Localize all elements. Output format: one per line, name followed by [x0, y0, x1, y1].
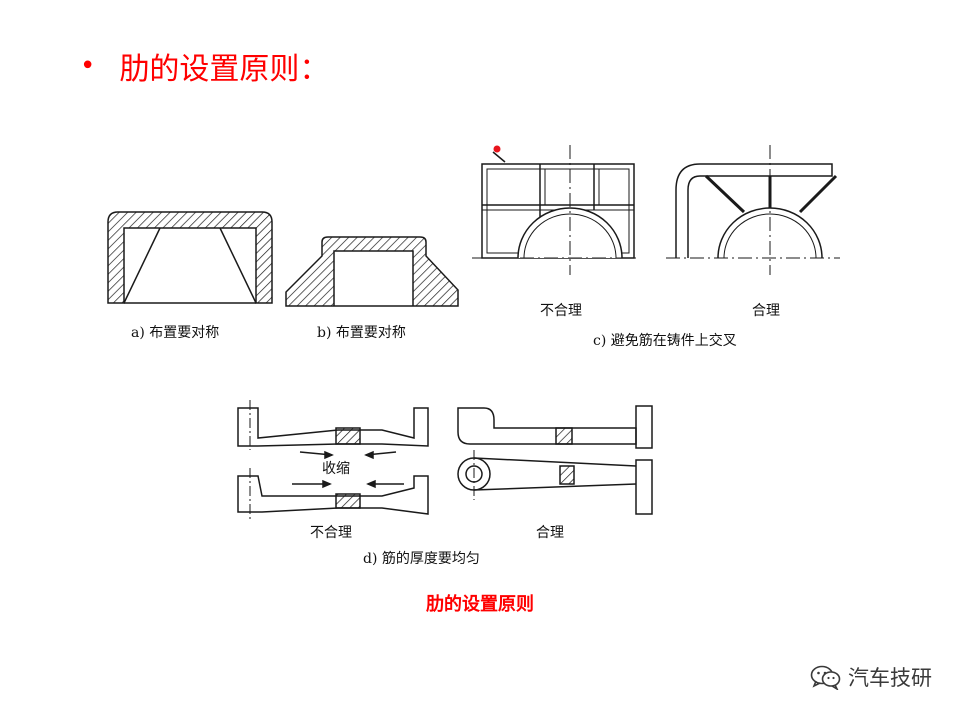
label-c-good: 合理 [752, 303, 780, 319]
diagram-c-good [666, 145, 840, 275]
diagram-a [107, 211, 273, 304]
highlight-dot [493, 145, 501, 153]
diagram-d-good [457, 405, 653, 515]
slide-title: • 肋的设置原则： [80, 44, 329, 88]
label-b: b) 布置要对称 [317, 325, 406, 341]
diagram-d-bad [237, 400, 429, 520]
watermark-text: 汽车技研 [848, 666, 932, 690]
label-d-bad: 不合理 [310, 525, 352, 541]
diagram-b [285, 236, 459, 307]
label-d: d) 筋的厚度要均匀 [363, 551, 480, 567]
title-text: 肋的设置原则： [119, 52, 330, 87]
label-shrink: 收缩 [322, 461, 350, 477]
diagram-c-bad [472, 145, 640, 275]
watermark: 汽车技研 [810, 662, 932, 692]
label-d-good: 合理 [536, 525, 564, 541]
wechat-icon [810, 665, 841, 690]
label-c: c) 避免筋在铸件上交叉 [593, 333, 737, 349]
label-c-bad: 不合理 [540, 303, 582, 319]
bullet: • [80, 51, 96, 81]
label-a: a) 布置要对称 [131, 325, 220, 341]
figure-caption: 肋的设置原则 [426, 594, 534, 615]
